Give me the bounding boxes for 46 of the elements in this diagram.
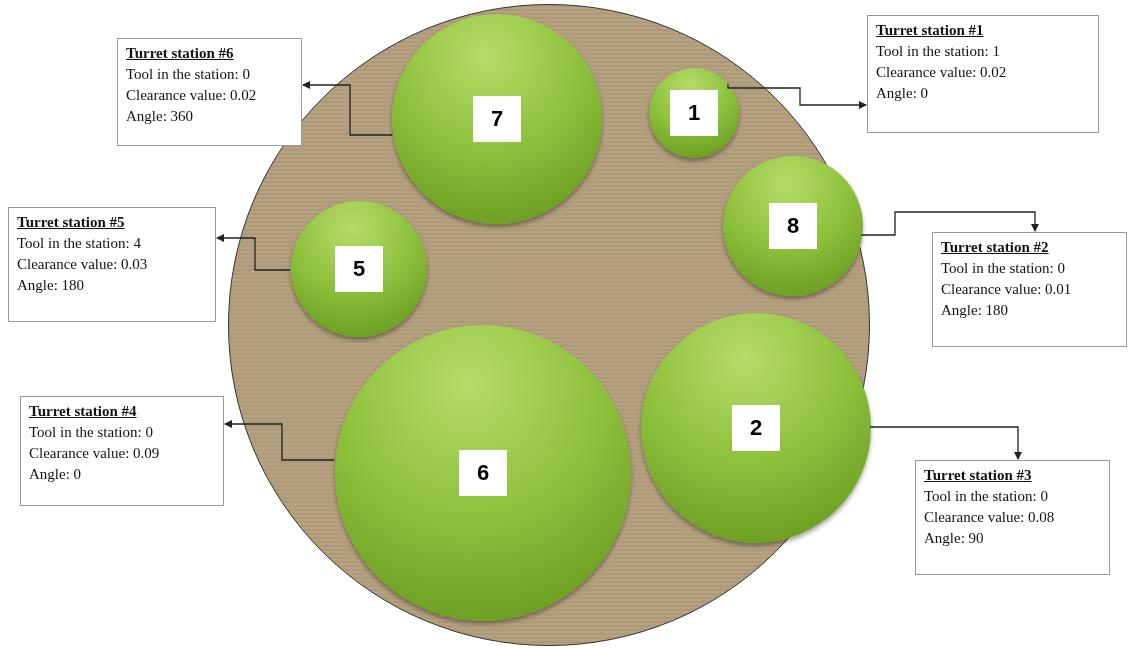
callout-line: Angle: 0 (29, 465, 83, 484)
callout-line: Angle: 0 (876, 84, 930, 103)
station-number: 5 (335, 246, 383, 292)
callout-line: Angle: 360 (126, 107, 195, 126)
leader-arrow (224, 420, 336, 461)
callout-box (117, 38, 302, 146)
callout-box (20, 396, 224, 506)
callout-heading: Turret station #3 (924, 466, 1033, 485)
leader-arrow (860, 211, 1039, 236)
callout-line: Tool in the station: 0 (29, 423, 154, 442)
callout-line: Angle: 180 (17, 276, 86, 295)
callout-line: Tool in the station: 0 (924, 487, 1049, 506)
leader-arrow (727, 83, 867, 109)
tool-circle (649, 68, 739, 158)
station-number: 2 (732, 405, 780, 451)
leader-arrow (302, 81, 394, 136)
tool-circle (641, 313, 871, 543)
callout-box (915, 460, 1110, 575)
station-number: 8 (769, 203, 817, 249)
callout-box (932, 232, 1127, 347)
callout-heading: Turret station #4 (29, 402, 138, 421)
callout-line: Clearance value: 0.08 (924, 508, 1056, 527)
callout-line: Clearance value: 0.09 (29, 444, 161, 463)
station-number: 7 (473, 96, 521, 142)
callout-line: Angle: 180 (941, 301, 1010, 320)
callout-heading: Turret station #2 (941, 238, 1050, 257)
tool-circle (723, 156, 863, 296)
callout-line: Tool in the station: 0 (126, 65, 251, 84)
station-number: 6 (459, 450, 507, 496)
callout-heading: Turret station #1 (876, 21, 985, 40)
leader-arrow (216, 234, 291, 271)
callout-line: Tool in the station: 4 (17, 234, 142, 253)
leader-arrow (869, 426, 1022, 460)
callout-heading: Turret station #5 (17, 213, 126, 232)
callout-line: Tool in the station: 1 (876, 42, 1001, 61)
callout-box (8, 207, 216, 322)
station-number: 1 (670, 90, 718, 136)
callout-line: Clearance value: 0.02 (876, 63, 1008, 82)
tool-circle (291, 201, 427, 337)
callout-line: Clearance value: 0.01 (941, 280, 1073, 299)
callout-box (867, 15, 1099, 133)
callout-line: Angle: 90 (924, 529, 985, 548)
callout-line: Tool in the station: 0 (941, 259, 1066, 278)
callout-line: Clearance value: 0.02 (126, 86, 258, 105)
callout-line: Clearance value: 0.03 (17, 255, 149, 274)
callout-heading: Turret station #6 (126, 44, 235, 63)
